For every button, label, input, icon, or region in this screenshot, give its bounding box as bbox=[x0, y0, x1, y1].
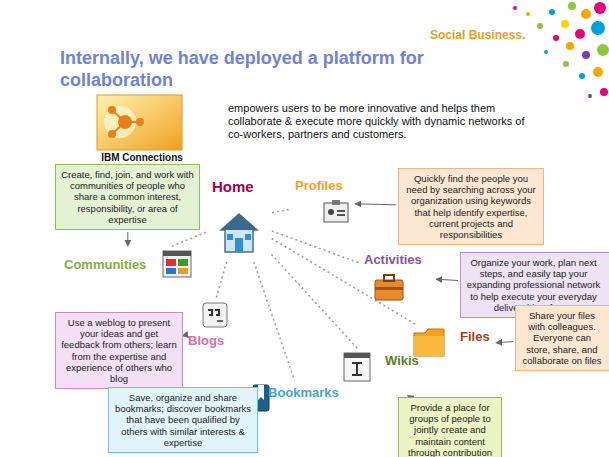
blog-icon bbox=[202, 302, 228, 328]
dotted-spoke bbox=[272, 239, 415, 325]
dotted-spoke bbox=[271, 254, 357, 348]
dotted-spoke bbox=[169, 232, 206, 247]
leader-arrow bbox=[127, 232, 128, 246]
callout-text: Use a weblog to present your ideas and g… bbox=[61, 317, 177, 384]
wikis-app: Wikis bbox=[340, 350, 418, 394]
comm-icon bbox=[162, 250, 192, 278]
folder-icon bbox=[413, 327, 445, 357]
dotted-spoke bbox=[272, 209, 291, 213]
callout-text: Quickly find the people you need by sear… bbox=[404, 173, 538, 240]
brand-text: Social Business. bbox=[430, 28, 525, 42]
app-label: Bookmarks bbox=[268, 385, 339, 400]
wiki-icon bbox=[343, 352, 371, 382]
files-app: Files bbox=[410, 325, 494, 367]
blogs-app: Blogs bbox=[184, 300, 230, 360]
app-label: Communities bbox=[64, 257, 146, 272]
bookmarks-app: Bookmarks bbox=[250, 382, 352, 416]
leader-arrow bbox=[496, 342, 513, 343]
description-text: empowers users to be more innovative and… bbox=[228, 102, 528, 142]
color-dots bbox=[513, 2, 609, 98]
app-label: Blogs bbox=[188, 333, 224, 348]
callout-text: Save, organize and share bookmarks; disc… bbox=[114, 392, 252, 448]
profiles-callout: Quickly find the people you need by sear… bbox=[398, 168, 544, 245]
bookmarks-callout: Save, organize and share bookmarks; disc… bbox=[108, 387, 258, 453]
app-label: Files bbox=[460, 329, 490, 344]
leader-arrow bbox=[355, 204, 396, 205]
blogs-callout: Use a weblog to present your ideas and g… bbox=[55, 312, 183, 389]
dotted-spoke bbox=[254, 262, 295, 380]
leader-arrow bbox=[407, 395, 409, 396]
activities-app: Activities bbox=[362, 250, 434, 304]
app-label: Wikis bbox=[385, 353, 419, 368]
app-label: Profiles bbox=[295, 178, 343, 193]
app-label: Activities bbox=[364, 252, 422, 267]
dotted-spoke bbox=[216, 262, 226, 298]
leader-arrow bbox=[436, 279, 458, 280]
brief-icon bbox=[374, 272, 404, 302]
slide-title: Internally, we have deployed a platform … bbox=[60, 48, 460, 91]
house-icon bbox=[219, 212, 259, 254]
home-hub: Home bbox=[208, 178, 270, 260]
callout-text: Share your files with colleagues. Everyo… bbox=[521, 310, 603, 366]
files-callout: Share your files with colleagues. Everyo… bbox=[515, 305, 609, 371]
communities-app: Communities bbox=[62, 248, 194, 280]
connections-logo bbox=[97, 95, 182, 150]
wikis-callout: Provide a place for groups of people to … bbox=[398, 397, 502, 457]
callout-text: Provide a place for groups of people to … bbox=[404, 402, 496, 457]
callout-text: Create, find, join, and work with commun… bbox=[61, 169, 194, 225]
product-name: IBM Connections bbox=[92, 152, 192, 163]
card-icon bbox=[323, 200, 349, 224]
communities-callout: Create, find, join, and work with commun… bbox=[55, 164, 200, 230]
profiles-app: Profiles bbox=[293, 178, 353, 228]
app-label: Home bbox=[212, 178, 254, 195]
